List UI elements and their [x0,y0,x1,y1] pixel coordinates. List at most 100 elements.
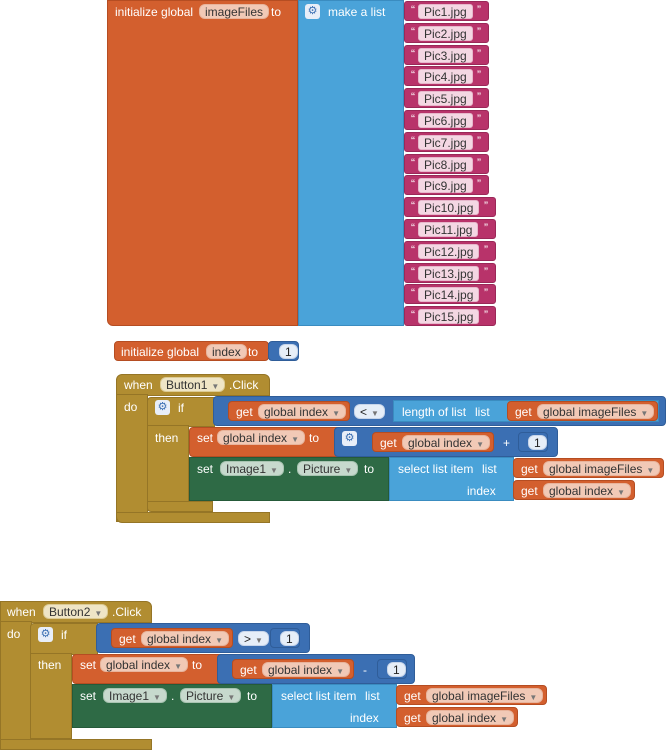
open-quote-icon: “ [411,90,415,105]
open-quote-icon: “ [411,46,415,61]
close-quote-icon: ” [484,242,488,257]
set-var-dropdown[interactable]: global index▼ [100,657,188,672]
to-label: to [271,5,282,19]
number-field[interactable]: 1 [279,344,298,359]
set-label: set [197,431,214,445]
text-item-field[interactable]: Pic9.jpg [418,178,473,194]
get-label: get [515,405,532,419]
init-index-to: to [248,345,259,359]
open-quote-icon: “ [411,68,415,83]
set-var-dropdown[interactable]: global index▼ [217,430,305,445]
global-index-dropdown[interactable]: global index▼ [258,404,346,419]
index-var-field[interactable]: index [206,344,247,359]
minus-label: - [363,663,367,677]
make-a-list-block[interactable] [298,0,404,326]
select-list-item-block[interactable] [389,457,514,501]
number-field[interactable]: 1 [528,435,547,450]
if-label: if [61,628,67,642]
open-quote-icon: “ [411,155,415,170]
global-image-files-dropdown[interactable]: global imageFiles▼ [537,404,655,419]
picture-property-dropdown[interactable]: Picture▼ [180,688,242,703]
close-quote-icon: ” [477,133,481,148]
number-field[interactable]: 1 [387,662,406,677]
list-label: list [482,462,497,476]
get-label: get [521,462,538,476]
set-label: set [80,689,97,703]
get-label: get [236,405,253,419]
text-item-field[interactable]: Pic11.jpg [418,222,479,237]
if-mutator-gear-icon[interactable]: ⚙ [38,627,53,642]
init-label: initialize global [115,5,194,19]
var-name-field[interactable]: imageFiles [199,4,270,19]
image-component-dropdown[interactable]: Image1▼ [220,461,284,476]
get-label: get [240,663,257,677]
text-item-field[interactable]: Pic1.jpg [418,4,473,19]
open-quote-icon: “ [411,24,415,39]
if-block-body [147,425,189,511]
global-index-dropdown[interactable]: global index▼ [426,710,514,725]
picture-property-dropdown[interactable]: Picture▼ [297,461,359,476]
open-quote-icon: “ [411,133,415,148]
open-quote-icon: “ [411,242,415,257]
global-index-dropdown[interactable]: global index▼ [141,631,229,646]
select-list-item-label: select list item [281,689,357,703]
number-field[interactable]: 1 [280,631,299,646]
button1-component-dropdown[interactable]: Button1▼ [160,377,226,392]
mutator-gear-icon[interactable]: ⚙ [305,4,320,19]
dot-label: . [288,462,292,476]
close-quote-icon: ” [477,3,481,17]
index-label: index [350,711,379,725]
do-label: do [7,627,21,641]
then-label: then [38,658,62,672]
list-label: list [475,405,490,419]
close-quote-icon: ” [477,155,481,170]
to-label: to [364,462,375,476]
global-index-dropdown[interactable]: global index▼ [262,662,350,677]
index-label: index [467,484,496,498]
when-label: when [124,378,153,392]
to-label: to [247,689,258,703]
close-quote-icon: ” [484,308,488,323]
button2-component-dropdown[interactable]: Button2▼ [43,604,109,619]
text-item-field[interactable]: Pic14.jpg [418,287,480,303]
init-image-files-block[interactable] [107,0,298,326]
global-index-dropdown[interactable]: global index▼ [402,435,490,450]
open-quote-icon: “ [411,308,415,323]
close-quote-icon: ” [484,264,488,279]
close-quote-icon: ” [477,177,481,192]
text-item-field[interactable]: Pic7.jpg [418,134,473,150]
open-quote-icon: “ [411,286,415,301]
if-block-foot [147,501,213,512]
get-label: get [404,689,421,703]
text-item-field[interactable]: Pic8.jpg [418,156,473,172]
text-item-field[interactable]: Pic3.jpg [418,47,473,63]
text-item-field[interactable]: Pic13.jpg [418,265,480,281]
make-a-list-label: make a list [328,5,386,19]
text-item-field[interactable]: Pic15.jpg [418,309,480,325]
compare-op-dropdown[interactable]: >▼ [238,631,269,646]
open-quote-icon: “ [411,177,415,192]
text-item-field[interactable]: Pic6.jpg [418,113,473,128]
text-item-field[interactable]: Pic10.jpg [418,200,480,216]
global-image-files-dropdown[interactable]: global imageFiles▼ [426,688,544,703]
global-index-dropdown[interactable]: global index▼ [543,483,631,498]
image-component-dropdown[interactable]: Image1▼ [103,688,167,703]
open-quote-icon: “ [411,199,415,214]
text-item-field[interactable]: Pic12.jpg [418,243,480,259]
close-quote-icon: ” [477,46,481,61]
set-label: set [197,462,214,476]
text-item-field[interactable]: Pic5.jpg [418,91,473,107]
init-index-label: initialize global [121,345,200,359]
close-quote-icon: ” [484,221,488,235]
text-item-field[interactable]: Pic4.jpg [418,69,473,85]
if-mutator-gear-icon[interactable]: ⚙ [155,400,170,415]
plus-mutator-gear-icon[interactable]: ⚙ [342,431,357,446]
open-quote-icon: “ [411,3,415,17]
global-image-files-dropdown[interactable]: global imageFiles▼ [543,461,661,476]
text-item-field[interactable]: Pic2.jpg [418,25,473,41]
select-list-item-block[interactable] [272,684,397,728]
if-block-body [30,653,72,739]
to-label: to [309,431,320,445]
compare-op-dropdown[interactable]: <▼ [354,404,385,419]
get-label: get [380,436,397,450]
